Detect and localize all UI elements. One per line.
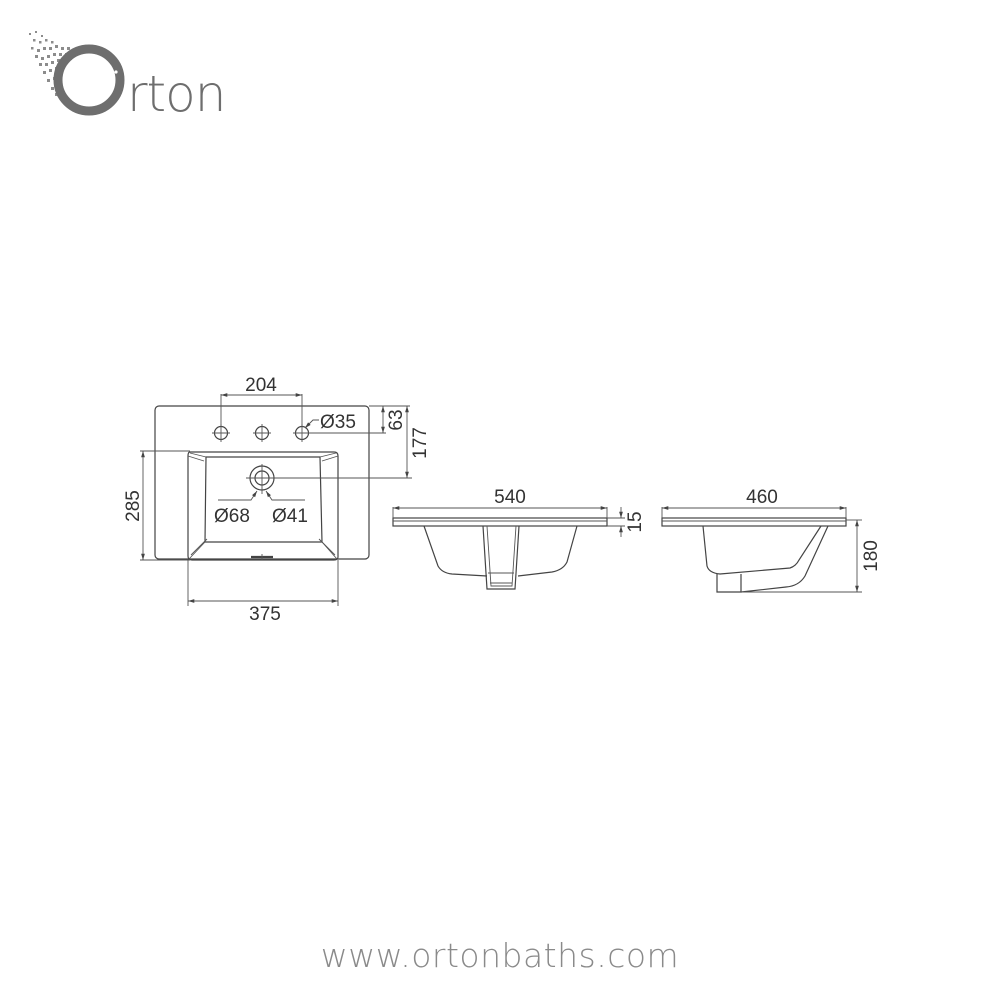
orton-logo: rton — [29, 31, 226, 123]
dim-overall-depth: 460 — [746, 487, 778, 508]
front-view: 540 15 — [392, 487, 646, 590]
tap-hole-center-icon — [253, 424, 271, 442]
dim-drain-outer: Ø68 — [214, 506, 250, 527]
dim-drain-inner: Ø41 — [272, 506, 308, 527]
logo-wordmark: rton — [127, 65, 225, 123]
drain-icon — [246, 464, 278, 494]
dim-drain-offset: 177 — [410, 427, 431, 459]
top-view: 204 Ø35 63 177 285 375 Ø68 Ø41 — [123, 375, 431, 625]
dim-overall-width: 540 — [494, 487, 526, 508]
dim-tap-offset: 63 — [386, 409, 407, 430]
dim-bowl-depth: 285 — [123, 490, 144, 522]
dim-bowl-width: 375 — [249, 604, 281, 625]
dim-rim-thickness: 15 — [625, 511, 646, 532]
dim-overall-height: 180 — [861, 540, 882, 572]
side-view: 460 180 — [661, 487, 882, 593]
website-url[interactable]: www.ortonbaths.com — [320, 936, 680, 975]
dim-tap-diameter: Ø35 — [320, 412, 356, 433]
dim-tap-spacing: 204 — [245, 375, 277, 396]
logo-ring-icon — [53, 44, 125, 116]
